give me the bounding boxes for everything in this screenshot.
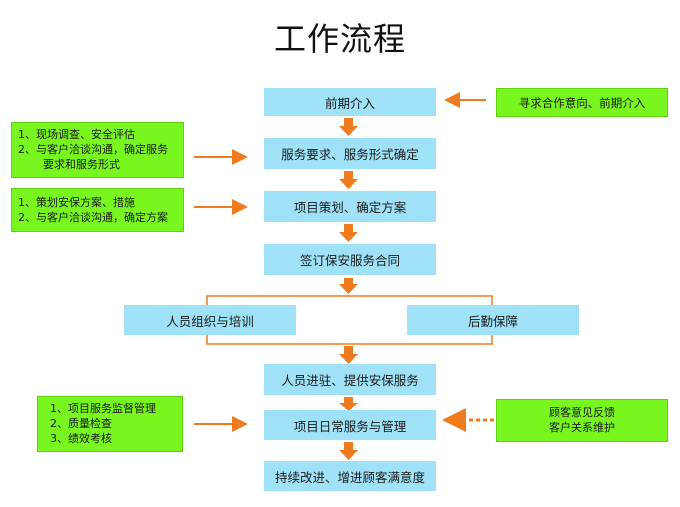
step-label: 持续改进、增进顾客满意度 — [274, 469, 425, 485]
branch-personnel-training: 人员组织与培训 — [124, 305, 296, 335]
branch-label: 后勤保障 — [467, 313, 518, 329]
down-arrow — [339, 346, 358, 364]
step-label: 项目日常服务与管理 — [293, 418, 407, 434]
step-daily-management: 项目日常服务与管理 — [264, 410, 436, 440]
down-arrow — [339, 442, 358, 460]
down-arrow — [339, 278, 358, 294]
step-continuous-improvement: 持续改进、增进顾客满意度 — [264, 461, 436, 491]
step-contract: 签订保安服务合同 — [264, 244, 436, 275]
step-requirements: 服务要求、服务形式确定 — [264, 138, 436, 169]
step-label: 服务要求、服务形式确定 — [281, 147, 419, 162]
note-line: 2、与客户洽谈沟通，确定服务 — [18, 143, 168, 156]
note-site-survey: 1、现场调查、安全评估 2、与客户洽谈沟通，确定服务 要求和服务形式 — [11, 122, 184, 178]
note-line: 2、与客户洽谈沟通，确定方案 — [18, 211, 168, 224]
branch-label: 人员组织与培训 — [166, 313, 254, 329]
note-security-plan: 1、策划安保方案、措施 2、与客户洽谈沟通，确定方案 — [11, 188, 184, 232]
note-supervision: 1、项目服务监督管理 2、质量检查 3、绩效考核 — [37, 396, 183, 452]
note-customer-feedback: 顾客意见反馈 客户关系维护 — [496, 399, 668, 442]
down-arrow — [339, 224, 358, 242]
note-line: 1、现场调查、安全评估 — [18, 128, 135, 141]
note-line: 3、绩效考核 — [50, 432, 112, 445]
note-line: 2、质量检查 — [50, 417, 112, 430]
step-planning: 项目策划、确定方案 — [264, 191, 436, 222]
branch-logistics: 后勤保障 — [407, 305, 579, 335]
note-line: 顾客意见反馈 — [549, 406, 615, 419]
step-label: 前期介入 — [324, 95, 375, 111]
down-arrow — [339, 397, 358, 411]
note-text: 寻求合作意向、前期介入 — [518, 95, 646, 110]
note-line: 1、项目服务监督管理 — [50, 402, 156, 415]
note-cooperation-intent: 寻求合作意向、前期介入 — [496, 88, 668, 117]
page-title: 工作流程 — [273, 20, 406, 58]
step-label: 项目策划、确定方案 — [293, 200, 407, 215]
note-line: 客户关系维护 — [549, 421, 615, 434]
down-arrow — [339, 171, 358, 189]
step-deployment: 人员进驻、提供安保服务 — [264, 364, 436, 395]
step-label: 人员进驻、提供安保服务 — [281, 373, 419, 388]
step-early-involvement: 前期介入 — [264, 88, 436, 116]
note-line: 1、策划安保方案、措施 — [18, 196, 135, 209]
note-line: 要求和服务形式 — [43, 158, 120, 171]
down-arrow — [339, 118, 358, 136]
step-label: 签订保安服务合同 — [299, 253, 400, 268]
